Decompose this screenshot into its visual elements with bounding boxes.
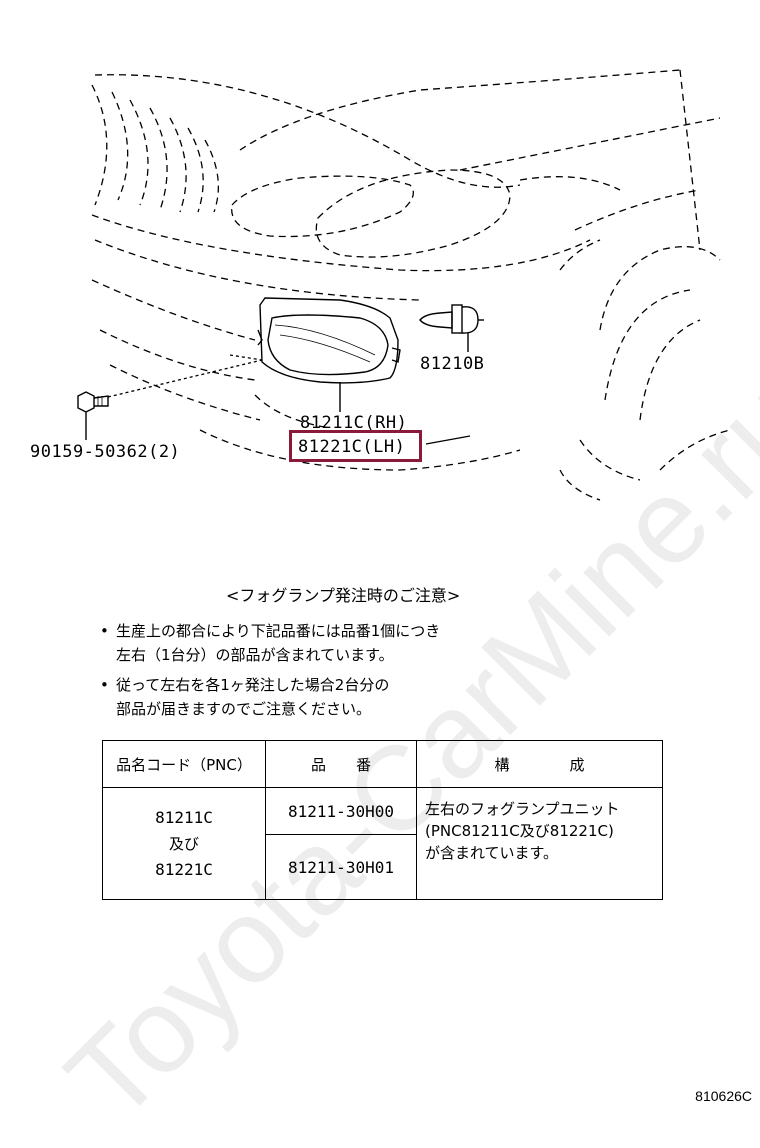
- header-part-number: 品 番: [265, 740, 417, 788]
- part-label-rh: 81211C(RH): [300, 413, 408, 433]
- bullet-1-line-1: 生産上の都合により下記品番には品番1個につき: [116, 622, 441, 640]
- part-label-bolt: 90159-50362(2): [30, 442, 181, 462]
- fog-lamp-exploded-diagram: [77, 69, 731, 501]
- header-composition: 構 成: [416, 740, 663, 788]
- composition-line-2: (PNC81211C及び81221C): [425, 822, 614, 840]
- bullet-dot: •: [100, 622, 109, 640]
- bullet-2-line-1: 従って左右を各1ヶ発注した場合2台分の: [116, 676, 390, 694]
- table-header-row: 品名コード（PNC） 品 番 構 成: [102, 740, 663, 788]
- bullet-2-line-2: 部品が届きますのでご注意ください。: [116, 700, 372, 718]
- notice-title: <フォグランプ発注時のご注意>: [226, 586, 461, 605]
- pnc-line-3: 81221C: [155, 859, 213, 879]
- table-row: 81211-30H01: [103, 834, 663, 900]
- part-label-bulb: 81210B: [420, 354, 485, 374]
- bullet-1-line-2: 左右（1台分）の部品が含まれています。: [116, 646, 394, 664]
- part-number-cell[interactable]: 81211-30H00: [265, 787, 417, 835]
- parts-table: 品名コード（PNC） 品 番 構 成 81211C 及び 81221C 8121…: [102, 740, 663, 900]
- composition-line-3: が含まれています。: [425, 844, 559, 862]
- notice-bullet-2: • 従って左右を各1ヶ発注した場合2台分の 部品が届きますのでご注意ください。: [100, 673, 389, 721]
- pnc-line-2: 及び: [168, 834, 199, 853]
- part-label-lh[interactable]: 81221C(LH): [298, 437, 406, 457]
- part-number-cell[interactable]: 81211-30H01: [265, 834, 417, 900]
- pnc-line-1: 81211C: [155, 807, 213, 827]
- bullet-dot: •: [100, 676, 109, 694]
- header-pnc: 品名コード（PNC）: [102, 740, 266, 788]
- highlight-box: [289, 430, 422, 462]
- figure-code: 810626C: [695, 1088, 752, 1104]
- pnc-cell: 81211C 及び 81221C: [102, 787, 266, 900]
- notice-bullet-1: • 生産上の都合により下記品番には品番1個につき 左右（1台分）の部品が含まれてい…: [100, 619, 440, 667]
- composition-line-1: 左右のフォグランプユニット: [425, 800, 620, 818]
- composition-cell: 左右のフォグランプユニット (PNC81211C及び81221C) が含まれてい…: [416, 787, 663, 900]
- table-row: 81211C 及び 81221C 81211-30H00 左右のフォグランプユニ…: [102, 787, 663, 900]
